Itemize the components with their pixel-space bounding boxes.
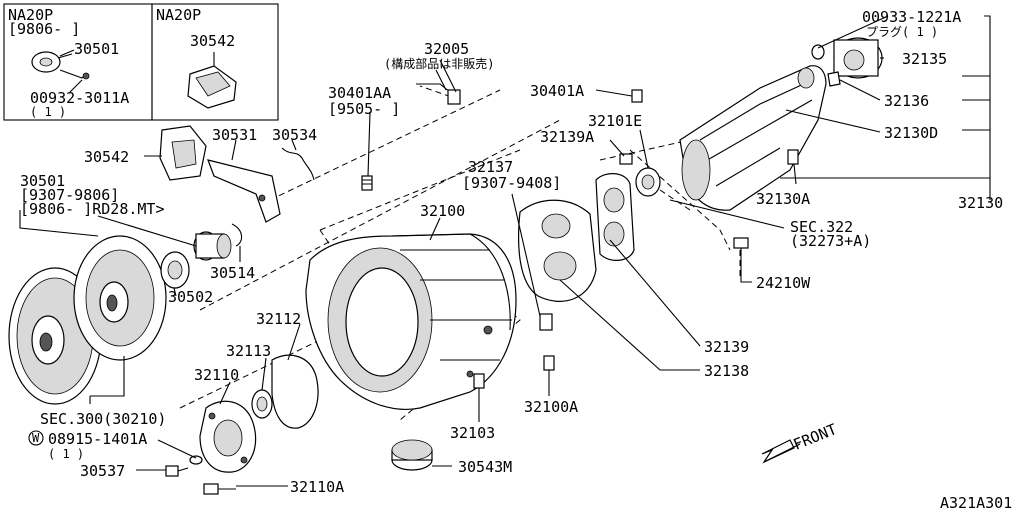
bolt-32110A bbox=[203, 483, 236, 495]
spring-30534 bbox=[281, 147, 315, 181]
label-32110A: 32110A bbox=[290, 478, 344, 496]
label-08915-qty: ( 1 ) bbox=[48, 447, 84, 461]
labels: 32005 (構成部品は非販売) 30401AA [9505- ] 30531 … bbox=[20, 8, 1012, 512]
leader-lines bbox=[19, 15, 991, 487]
label-32103: 32103 bbox=[450, 424, 495, 442]
bolt-30401A bbox=[631, 89, 643, 103]
label-32005: 32005 bbox=[424, 40, 469, 58]
bolt-32139A bbox=[619, 153, 633, 165]
washer-08915 bbox=[189, 455, 203, 465]
label-32101E: 32101E bbox=[588, 112, 642, 130]
w-circle-icon bbox=[28, 430, 44, 446]
oil-seal-32113 bbox=[251, 389, 273, 419]
rear-extension-housing bbox=[679, 65, 827, 211]
label-32113: 32113 bbox=[226, 342, 271, 360]
bolt-32130A bbox=[787, 149, 799, 165]
inset-left-part-a: 30501 bbox=[74, 40, 119, 58]
label-32137-date: [9307-9408] bbox=[462, 174, 561, 192]
label-30502: 30502 bbox=[168, 288, 213, 306]
label-sec322-sub: (32273+A) bbox=[790, 232, 871, 250]
inset-right-title: NA20P bbox=[156, 6, 201, 24]
release-bearing-30543M bbox=[391, 439, 433, 471]
label-32137: 32137 bbox=[468, 158, 513, 176]
label-30537: 30537 bbox=[80, 462, 125, 480]
label-30401AA: 30401AA bbox=[328, 84, 391, 102]
label-30534: 30534 bbox=[272, 126, 317, 144]
label-32135: 32135 bbox=[902, 50, 947, 68]
dashed-guides bbox=[179, 85, 741, 421]
label-30514: 30514 bbox=[210, 264, 255, 282]
label-32139A: 32139A bbox=[540, 128, 594, 146]
inset-box-right: NA20P 30542 bbox=[151, 3, 279, 121]
dust-boot bbox=[159, 125, 207, 181]
label-32110: 32110 bbox=[194, 366, 239, 384]
stud-30401AA bbox=[361, 175, 373, 191]
plug-32136 bbox=[827, 71, 841, 87]
label-30501-date-2: [9806- ]RD28.MT> bbox=[20, 200, 165, 218]
label-08915-prefix: W bbox=[32, 431, 40, 445]
label-30401AA-date: [9505- ] bbox=[328, 100, 400, 118]
label-32130A: 32130A bbox=[756, 190, 810, 208]
pilot-bearing bbox=[160, 251, 190, 289]
label-00933: 00933-1221A bbox=[862, 8, 961, 26]
boot-small bbox=[187, 65, 237, 109]
label-32136: 32136 bbox=[884, 92, 929, 110]
oil-seal-small bbox=[635, 167, 661, 197]
label-30543M: 30543M bbox=[458, 458, 512, 476]
adapter-plate bbox=[518, 199, 597, 302]
breather-24210W bbox=[733, 237, 752, 283]
inset-left-part-b-qty: ( 1 ) bbox=[30, 105, 66, 119]
clip-30514 bbox=[231, 223, 243, 247]
withdrawal-lever bbox=[207, 159, 281, 223]
bolt-32100A bbox=[543, 355, 555, 394]
label-32139: 32139 bbox=[704, 338, 749, 356]
figure-code: A321A301 bbox=[940, 494, 1012, 512]
label-sec300: SEC.300(30210) bbox=[40, 410, 166, 428]
label-32138: 32138 bbox=[704, 362, 749, 380]
plug-32103 bbox=[473, 373, 485, 420]
label-32130D: 32130D bbox=[884, 124, 938, 142]
label-30401A: 30401A bbox=[530, 82, 584, 100]
label-30531: 30531 bbox=[212, 126, 257, 144]
pin-32137 bbox=[539, 313, 553, 331]
label-30501: 30501 bbox=[20, 172, 65, 190]
release-bearing bbox=[193, 231, 232, 261]
label-32112: 32112 bbox=[256, 310, 301, 328]
plug-00933 bbox=[811, 44, 825, 60]
label-32005-note: (構成部品は非販売) bbox=[384, 56, 494, 71]
label-24210W: 24210W bbox=[756, 274, 811, 292]
label-30542: 30542 bbox=[84, 148, 129, 166]
label-sec322: SEC.322 bbox=[790, 218, 853, 236]
label-30501-date-1: [9307-9806] bbox=[20, 186, 119, 204]
sensor-32005 bbox=[416, 69, 461, 105]
label-08915: 08915-1401A bbox=[48, 430, 147, 448]
inset-left-subtitle: [9806- ] bbox=[8, 20, 80, 38]
rear-seal-32135 bbox=[833, 37, 883, 79]
gasket-32112 bbox=[271, 354, 319, 429]
inset-left-title: NA20P bbox=[8, 6, 53, 24]
label-32130: 32130 bbox=[958, 194, 1003, 212]
label-front: FRONT bbox=[791, 420, 840, 454]
clutch-cover bbox=[73, 235, 167, 361]
gasket-plate bbox=[595, 173, 635, 261]
clutch-housing bbox=[305, 233, 517, 410]
inset-right-part: 30542 bbox=[190, 32, 235, 50]
front-cover bbox=[199, 400, 257, 473]
front-arrow-icon bbox=[761, 439, 801, 464]
label-32100: 32100 bbox=[420, 202, 465, 220]
inset-left-part-b: 00932-3011A bbox=[30, 89, 129, 107]
label-00933-qty: プラグ( 1 ) bbox=[866, 25, 938, 39]
release-bearing-small bbox=[31, 51, 90, 80]
inset-box-left: NA20P [9806- ] 30501 00932-3011A ( 1 ) bbox=[3, 3, 153, 121]
bolt-30537 bbox=[165, 465, 189, 477]
label-32100A: 32100A bbox=[524, 398, 578, 416]
